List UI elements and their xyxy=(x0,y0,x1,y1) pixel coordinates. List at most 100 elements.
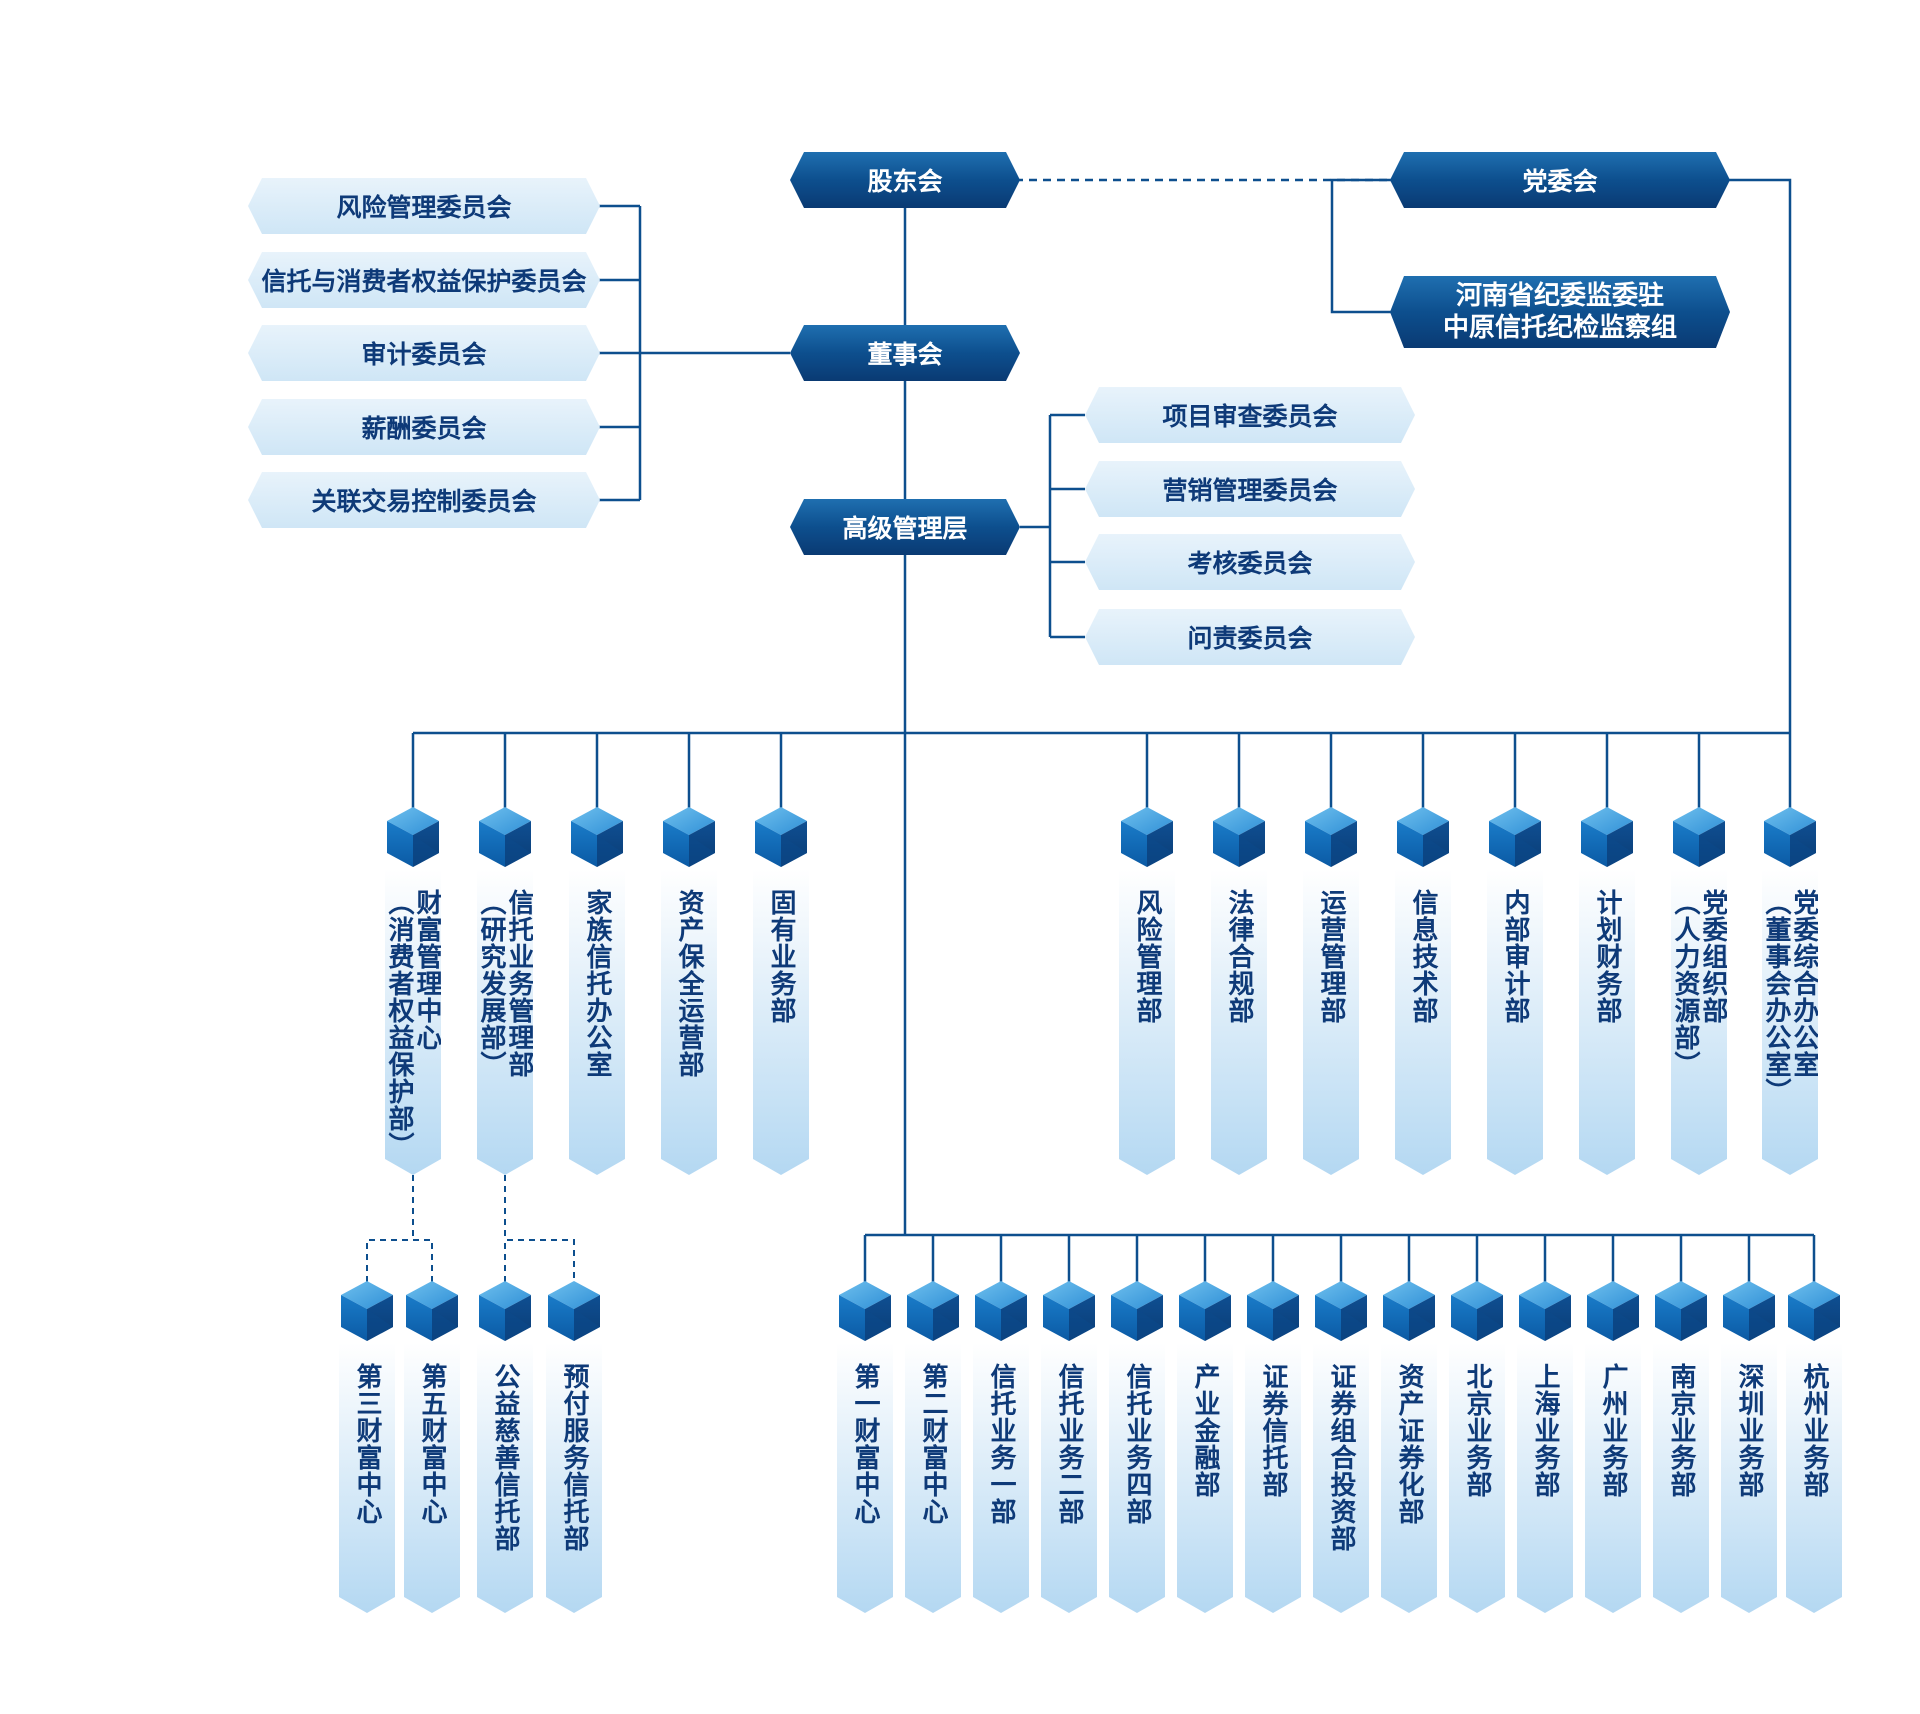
discipline-inspection-group: 河南省纪委监委驻 中原信托纪检监察组 xyxy=(1390,276,1730,348)
cube-icon xyxy=(1487,805,1543,869)
department-pillar: 深圳业务部 xyxy=(1721,1343,1777,1613)
department-column: 信息技术部 xyxy=(1395,805,1451,1175)
board-of-directors: 董事会 xyxy=(790,325,1020,381)
business-department-column: 证券组合投资部 xyxy=(1313,1279,1369,1613)
department-label: 第二财富中心 xyxy=(918,1363,948,1525)
department-pillar: 公益慈善信托部 xyxy=(477,1343,533,1613)
department-pillar: 资产保全运营部 xyxy=(661,869,717,1175)
department-label: 资产保全运营部 xyxy=(674,889,704,1078)
business-department-column: 第二财富中心 xyxy=(905,1279,961,1613)
department-label: 财富管理中心 （消费者权益保护部） xyxy=(384,889,442,1159)
cube-icon xyxy=(1245,1279,1301,1343)
department-column: 法律合规部 xyxy=(1211,805,1267,1175)
department-label: 产业金融部 xyxy=(1190,1363,1220,1498)
department-pillar: 预付服务信托部 xyxy=(546,1343,602,1613)
cube-icon xyxy=(1449,1279,1505,1343)
cube-icon xyxy=(1721,1279,1777,1343)
board-committee: 薪酬委员会 xyxy=(248,399,600,455)
department-label: 信息技术部 xyxy=(1408,889,1438,1024)
business-department-column: 北京业务部 xyxy=(1449,1279,1505,1613)
board-committee: 信托与消费者权益保护委员会 xyxy=(248,252,600,308)
sub-department-column: 公益慈善信托部 xyxy=(477,1279,533,1613)
department-label: 证券信托部 xyxy=(1258,1363,1288,1498)
department-label: 广州业务部 xyxy=(1598,1363,1628,1498)
department-pillar: 信托业务一部 xyxy=(973,1343,1029,1613)
cube-icon xyxy=(1395,805,1451,869)
department-pillar: 上海业务部 xyxy=(1517,1343,1573,1613)
management-committee: 营销管理委员会 xyxy=(1085,461,1415,517)
department-pillar: 法律合规部 xyxy=(1211,869,1267,1175)
cube-icon xyxy=(1177,1279,1233,1343)
department-pillar: 财富管理中心 （消费者权益保护部） xyxy=(385,869,441,1175)
department-pillar: 北京业务部 xyxy=(1449,1343,1505,1613)
department-label: 党委组织部 （人力资源部） xyxy=(1670,889,1728,1078)
board-committee: 关联交易控制委员会 xyxy=(248,472,600,528)
department-label: 计划财务部 xyxy=(1592,889,1622,1024)
cube-icon xyxy=(1313,1279,1369,1343)
department-label: 法律合规部 xyxy=(1224,889,1254,1024)
department-pillar: 运营管理部 xyxy=(1303,869,1359,1175)
department-label: 北京业务部 xyxy=(1462,1363,1492,1498)
business-department-column: 广州业务部 xyxy=(1585,1279,1641,1613)
cube-icon xyxy=(1119,805,1175,869)
department-label: 风险管理部 xyxy=(1132,889,1162,1024)
cube-icon xyxy=(905,1279,961,1343)
department-pillar: 家族信托办公室 xyxy=(569,869,625,1175)
cube-icon xyxy=(661,805,717,869)
shareholders-meeting: 股东会 xyxy=(790,152,1020,208)
cube-icon xyxy=(385,805,441,869)
department-pillar: 计划财务部 xyxy=(1579,869,1635,1175)
management-committee: 考核委员会 xyxy=(1085,534,1415,590)
cube-icon xyxy=(1585,1279,1641,1343)
cube-icon xyxy=(477,1279,533,1343)
business-department-column: 信托业务四部 xyxy=(1109,1279,1165,1613)
board-committee: 风险管理委员会 xyxy=(248,178,600,234)
department-pillar: 党委组织部 （人力资源部） xyxy=(1671,869,1727,1175)
department-label: 信托业务管理部 （研究发展部） xyxy=(476,889,534,1078)
board-committee-label: 信托与消费者权益保护委员会 xyxy=(261,267,587,296)
cube-icon xyxy=(1517,1279,1573,1343)
board-committee-label: 风险管理委员会 xyxy=(336,193,512,222)
department-label: 上海业务部 xyxy=(1530,1363,1560,1498)
department-pillar: 资产证券化部 xyxy=(1381,1343,1437,1613)
department-pillar: 信托业务二部 xyxy=(1041,1343,1097,1613)
department-label: 第一财富中心 xyxy=(850,1363,880,1525)
cube-icon xyxy=(1653,1279,1709,1343)
management-committee-label: 项目审查委员会 xyxy=(1162,402,1338,431)
department-label: 资产证券化部 xyxy=(1394,1363,1424,1525)
department-label: 信托业务一部 xyxy=(986,1363,1016,1525)
department-label: 信托业务二部 xyxy=(1054,1363,1084,1525)
department-label: 党委综合办公室 （董事会办公室） xyxy=(1761,889,1819,1105)
board-committee-label: 关联交易控制委员会 xyxy=(311,487,537,516)
department-pillar: 信托业务管理部 （研究发展部） xyxy=(477,869,533,1175)
department-column: 财富管理中心 （消费者权益保护部） xyxy=(385,805,441,1175)
cube-icon xyxy=(1211,805,1267,869)
discipline-line-2: 中原信托纪检监察组 xyxy=(1442,313,1677,343)
department-pillar: 产业金融部 xyxy=(1177,1343,1233,1613)
cube-icon xyxy=(837,1279,893,1343)
department-label: 第五财富中心 xyxy=(417,1363,447,1525)
department-pillar: 第二财富中心 xyxy=(905,1343,961,1613)
business-department-column: 第一财富中心 xyxy=(837,1279,893,1613)
cube-icon xyxy=(1762,805,1818,869)
department-label: 家族信托办公室 xyxy=(582,889,612,1078)
department-label: 证券组合投资部 xyxy=(1326,1363,1356,1552)
department-pillar: 杭州业务部 xyxy=(1786,1343,1842,1613)
department-label: 信托业务四部 xyxy=(1122,1363,1152,1525)
management-committee: 项目审查委员会 xyxy=(1085,387,1415,443)
business-department-column: 南京业务部 xyxy=(1653,1279,1709,1613)
cube-icon xyxy=(339,1279,395,1343)
department-column: 固有业务部 xyxy=(753,805,809,1175)
cube-icon xyxy=(973,1279,1029,1343)
board-committee: 审计委员会 xyxy=(248,325,600,381)
cube-icon xyxy=(1671,805,1727,869)
cube-icon xyxy=(1041,1279,1097,1343)
cube-icon xyxy=(477,805,533,869)
department-column: 资产保全运营部 xyxy=(661,805,717,1175)
board-committee-label: 审计委员会 xyxy=(361,340,487,369)
management-committee-label: 考核委员会 xyxy=(1187,549,1313,578)
business-department-column: 资产证券化部 xyxy=(1381,1279,1437,1613)
cube-icon xyxy=(1786,1279,1842,1343)
cube-icon xyxy=(569,805,625,869)
business-department-column: 产业金融部 xyxy=(1177,1279,1233,1613)
